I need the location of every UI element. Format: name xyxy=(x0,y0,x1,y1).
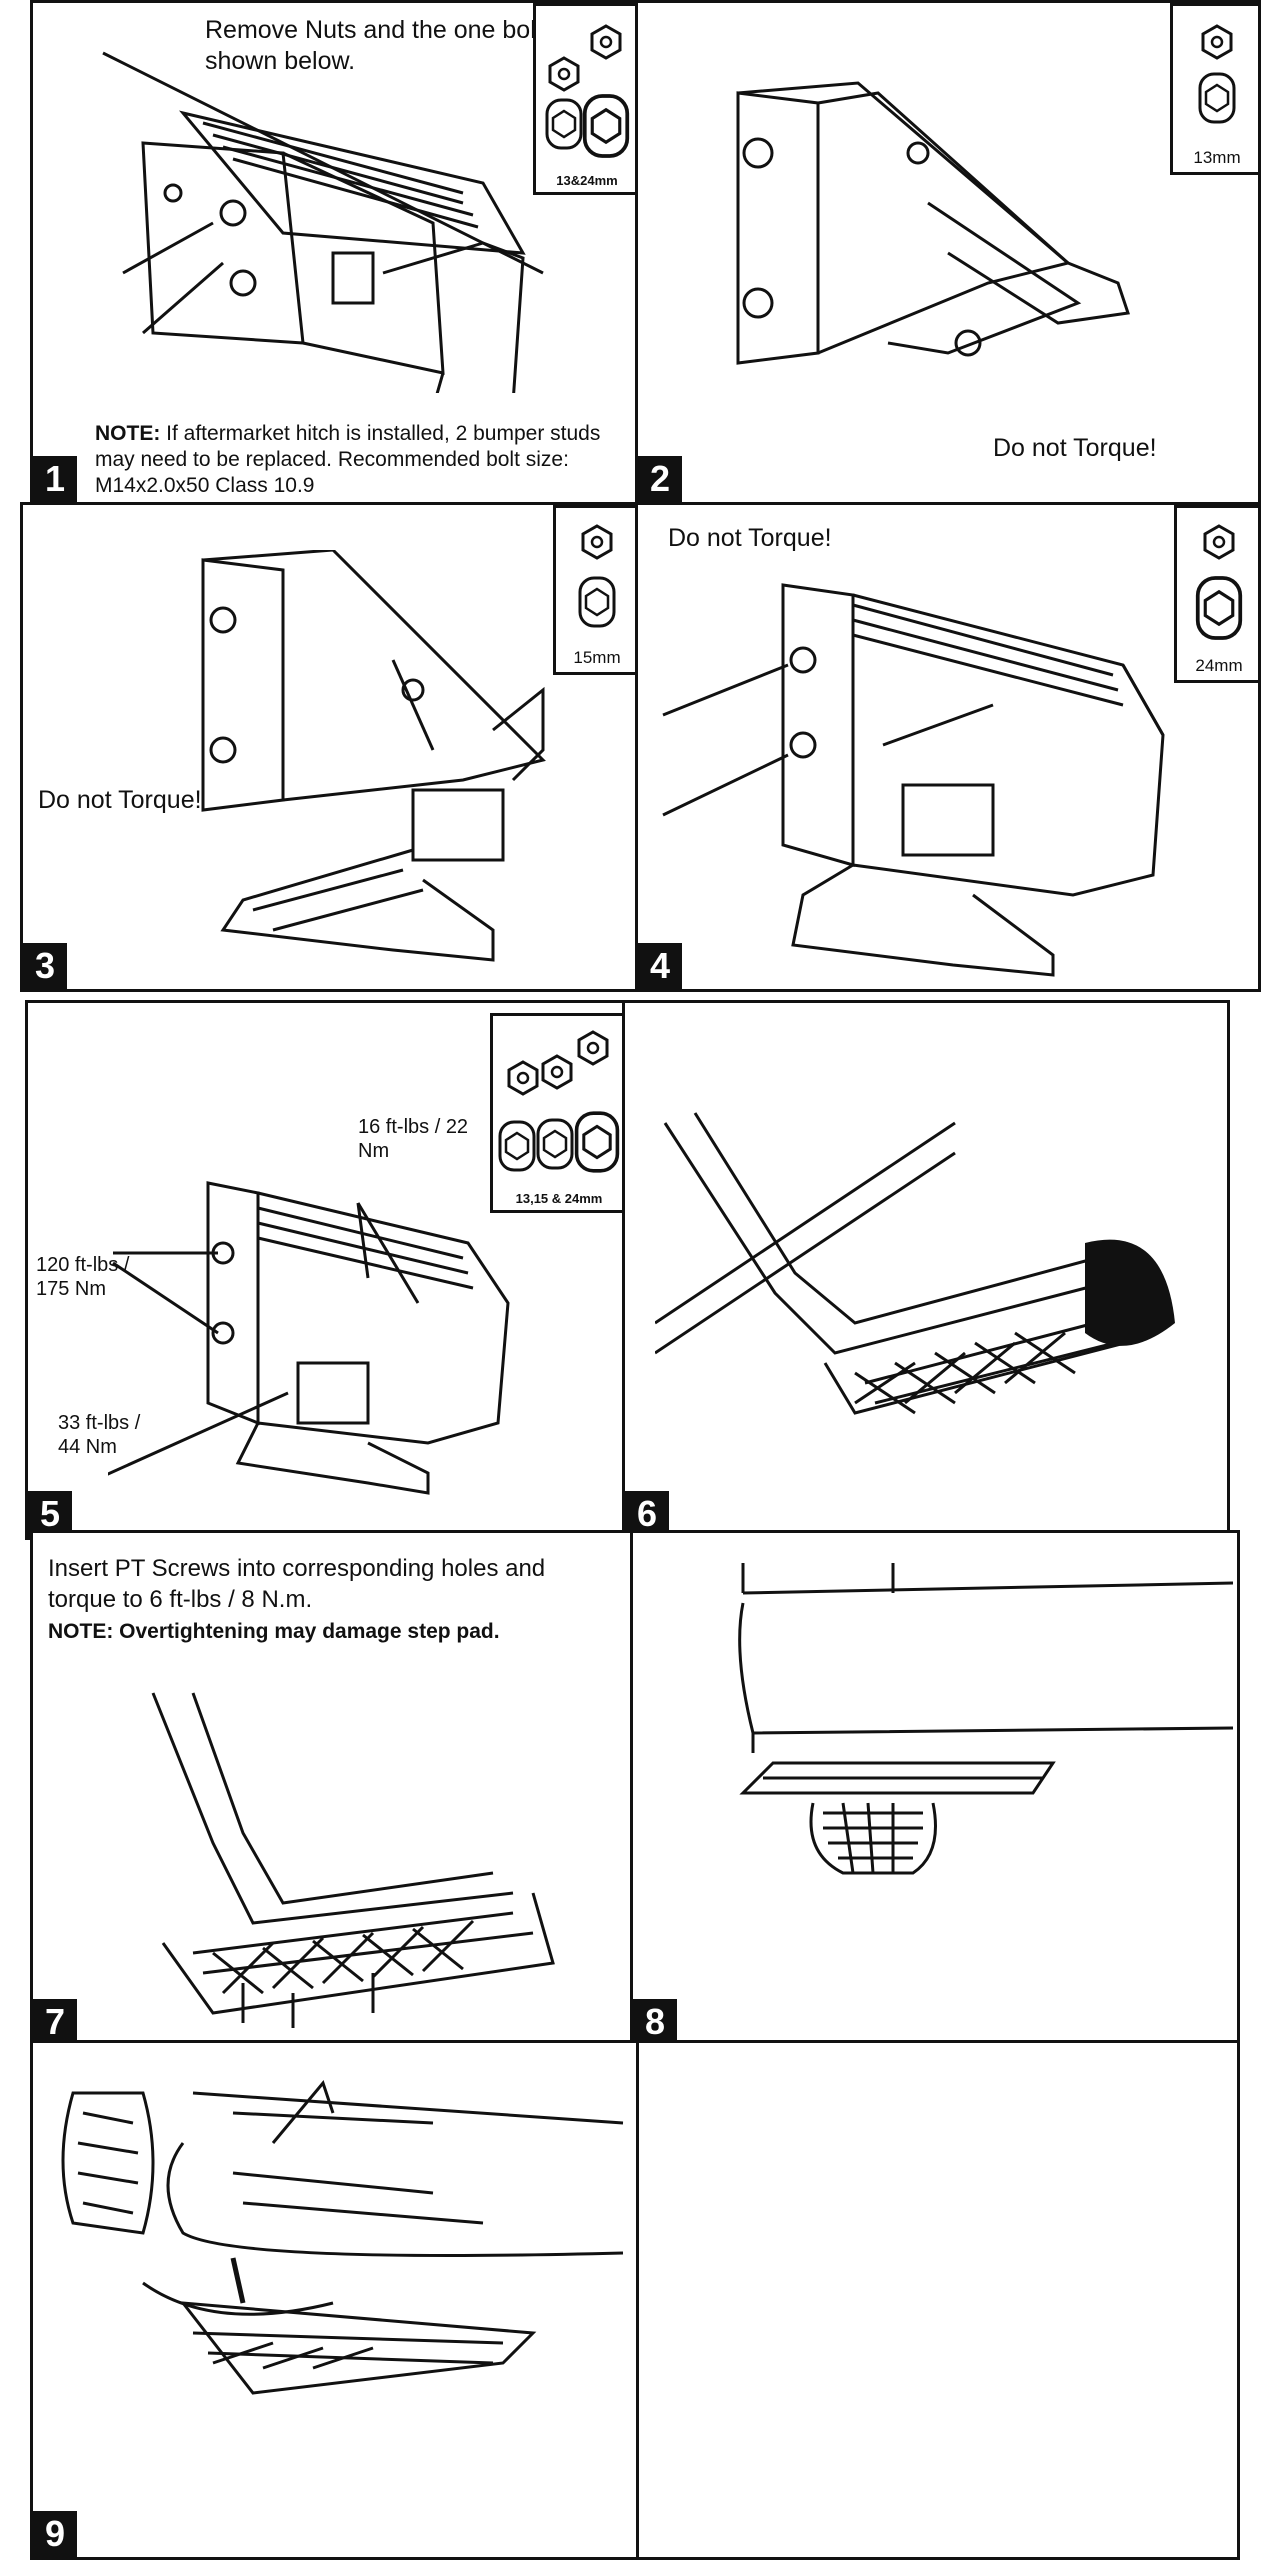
panel-1: Remove Nuts and the one bolt shown below… xyxy=(30,0,638,505)
panel-6: 6 xyxy=(622,1000,1230,1540)
panel-3: 15mm Do not Torque! 3 xyxy=(20,502,638,992)
panel-3-warning: Do not Torque! xyxy=(38,786,202,814)
bumper-torque-illustration xyxy=(108,1181,510,1495)
note-text: Overtightening may damage step pad. xyxy=(113,1620,500,1643)
nut-hex-icon xyxy=(541,1054,573,1090)
step-number-3: 3 xyxy=(23,943,67,989)
tool-box-5: 13,15 & 24mm xyxy=(490,1013,622,1213)
tool-box-2: 13mm xyxy=(1170,3,1258,175)
installed-step-illustration xyxy=(738,1563,1233,1875)
tool-size-label: 13&24mm xyxy=(556,173,618,188)
panel-7-note: NOTE: Overtightening may damage step pad… xyxy=(48,1619,608,1645)
step-number-5: 5 xyxy=(28,1491,72,1537)
step-pad-illustration xyxy=(655,1112,1175,1415)
bracket-illustration xyxy=(736,81,1130,365)
tool-size-label: 24mm xyxy=(1195,656,1243,675)
bumper-install-illustration xyxy=(662,583,1165,977)
tool-size-label: 15mm xyxy=(573,648,621,667)
step-number-6: 6 xyxy=(625,1491,669,1537)
panel-2: 13mm Do not Torque! 2 xyxy=(635,0,1261,505)
nut-hex-icon xyxy=(590,24,622,60)
tool-box-3: 15mm xyxy=(553,505,635,675)
panel-7-instruction: Insert PT Screws into corresponding hole… xyxy=(48,1555,546,1613)
panel-5: 13,15 & 24mm 16 ft-lbs / 22 Nm 120 ft-lb… xyxy=(25,1000,625,1540)
step-number-7: 7 xyxy=(33,1999,77,2045)
panel-blank xyxy=(636,2040,1240,2560)
step-bracket-illustration xyxy=(201,550,546,962)
note-label: NOTE: xyxy=(48,1620,114,1643)
step-number-2: 2 xyxy=(638,456,682,502)
arrow-line xyxy=(230,2257,246,2304)
nut-hex-icon xyxy=(577,1030,609,1066)
socket-icon xyxy=(582,94,630,158)
nut-hex-icon xyxy=(1201,24,1233,60)
tool-size-label: 13mm xyxy=(1193,148,1241,167)
panel-1-instruction: Remove Nuts and the one bolt shown below… xyxy=(205,16,543,75)
note-text: If aftermarket hitch is installed, 2 bum… xyxy=(95,422,601,497)
pt-screw-illustration xyxy=(151,1692,555,2028)
shaded-area xyxy=(1085,1239,1175,1346)
step-number-1: 1 xyxy=(33,456,77,502)
panel-7: Insert PT Screws into corresponding hole… xyxy=(30,1530,636,2048)
torque-label-left: 120 ft-lbs / 175 Nm xyxy=(36,1254,130,1300)
socket-icon xyxy=(574,1111,620,1173)
nut-hex-icon xyxy=(507,1060,539,1096)
panel-1-note: NOTE: If aftermarket hitch is installed,… xyxy=(95,421,625,499)
torque-label-bottom: 33 ft-lbs / 44 Nm xyxy=(58,1412,141,1458)
panel-2-warning: Do not Torque! xyxy=(993,434,1157,462)
step-number-9: 9 xyxy=(33,2511,77,2557)
panel-9: 9 xyxy=(30,2040,640,2560)
socket-icon xyxy=(536,1118,574,1170)
panel-8: 8 xyxy=(630,1530,1240,2048)
step-number-8: 8 xyxy=(633,1999,677,2045)
bumper-illustration xyxy=(102,51,544,393)
tool-size-label: 13,15 & 24mm xyxy=(515,1191,603,1206)
socket-icon xyxy=(1198,72,1236,124)
tool-box-4: 24mm xyxy=(1174,505,1258,683)
panel-4-warning: Do not Torque! xyxy=(668,524,832,552)
torque-label-top: 16 ft-lbs / 22 Nm xyxy=(358,1116,469,1162)
tool-box-1: 13&24mm xyxy=(533,3,635,195)
note-label: NOTE: xyxy=(95,422,161,445)
panel-4: Do not Torque! 24mm 4 xyxy=(635,502,1261,992)
step-number-4: 4 xyxy=(638,943,682,989)
nut-hex-icon xyxy=(1203,524,1235,560)
final-step-illustration xyxy=(61,2079,624,2395)
